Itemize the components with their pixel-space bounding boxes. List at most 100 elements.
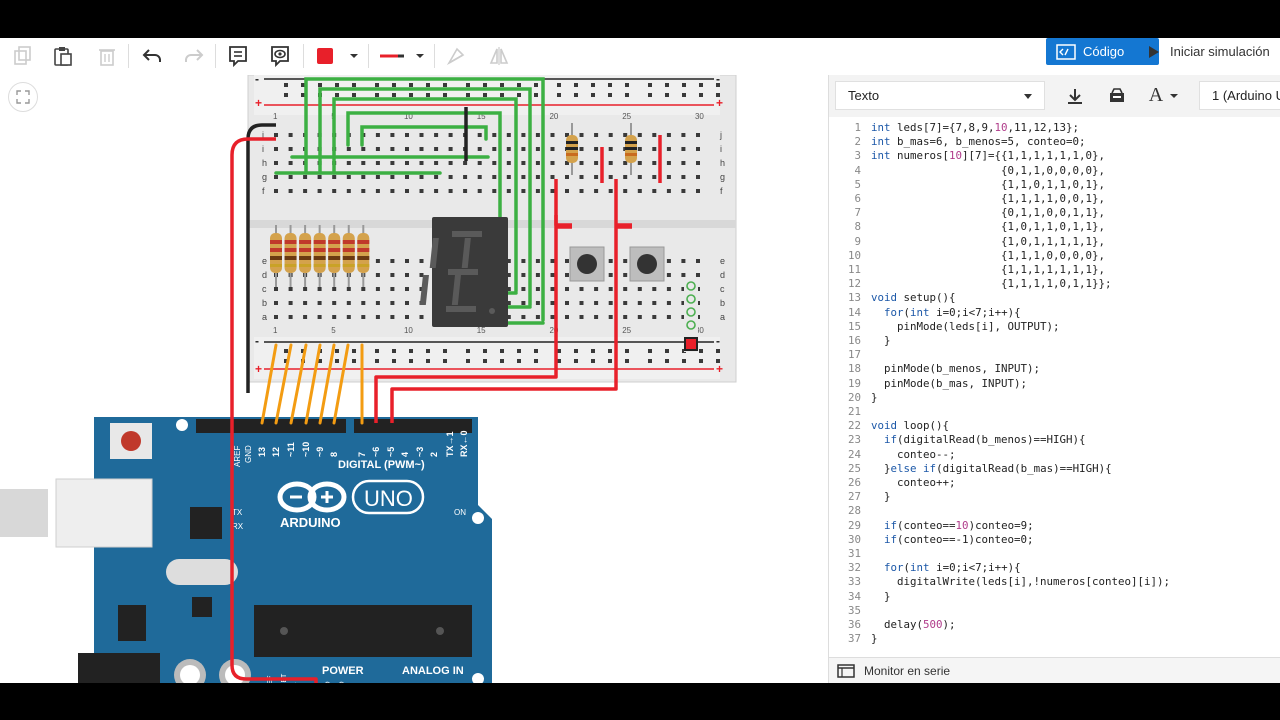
code-mode-value: Texto: [848, 88, 880, 103]
push-button-plus[interactable]: [629, 246, 665, 282]
button-resistors[interactable]: [566, 123, 637, 175]
tx-label: TX: [232, 508, 243, 517]
line-number: 34: [847, 589, 861, 603]
line-number: 22: [847, 419, 861, 433]
undo-icon[interactable]: [138, 42, 166, 70]
line-number: 12: [847, 277, 861, 291]
digital-pin-label: ~3: [415, 447, 425, 457]
column-label: 1: [273, 112, 278, 121]
red-wires[interactable]: [230, 137, 632, 683]
column-label: 15: [477, 112, 486, 121]
file-select[interactable]: 1 (Arduino U: [1199, 81, 1280, 110]
rail-sign: +: [716, 96, 723, 110]
line-style-icon[interactable]: [374, 42, 428, 70]
seven-segment-display[interactable]: [419, 217, 508, 327]
code-line: }: [871, 632, 878, 646]
line-number: 7: [854, 206, 861, 220]
resistors[interactable]: [270, 225, 370, 287]
code-line: int leds[7]={7,8,9,10,11,12,13};: [871, 121, 1080, 134]
digital-pin-label: 13: [257, 447, 267, 457]
code-line: {1,1,1,1,0,0,1},: [871, 192, 1106, 205]
row-label: c: [720, 284, 725, 294]
rail-sign: -: [255, 334, 259, 348]
column-label: 5: [331, 326, 336, 335]
rail-sign: +: [255, 362, 262, 376]
fit-view-icon[interactable]: [8, 82, 38, 112]
code-button[interactable]: Código: [1046, 38, 1159, 65]
model-label: UNO: [364, 486, 413, 511]
column-label: 15: [477, 326, 486, 335]
code-button-label: Código: [1083, 44, 1125, 59]
code-line: }: [871, 334, 891, 347]
code-line: {1,1,0,1,1,0,1},: [871, 177, 1106, 191]
rail-sign: +: [716, 362, 723, 376]
line-number: 32: [847, 561, 861, 575]
line-number: 29: [847, 518, 861, 532]
digital-pin-label: 12: [271, 447, 281, 457]
aref-label: AREF: [233, 446, 242, 467]
redo-icon[interactable]: [180, 42, 208, 70]
line-number: 15: [847, 319, 861, 333]
code-mode-select[interactable]: Texto: [835, 81, 1045, 110]
font-size-label: A: [1148, 84, 1164, 106]
delete-icon[interactable]: [94, 42, 120, 70]
digital-pin-label: ~6: [371, 447, 381, 457]
library-icon[interactable]: [1099, 81, 1135, 110]
row-label: h: [262, 158, 267, 168]
code-icon: [1056, 43, 1076, 60]
line-number: 18: [847, 362, 861, 376]
font-size-icon[interactable]: A: [1141, 81, 1189, 110]
code-line: {1,0,1,1,1,1,1},: [871, 234, 1106, 248]
row-label: d: [720, 270, 725, 280]
mirror-icon[interactable]: [442, 42, 470, 70]
code-line: }: [871, 390, 878, 404]
code-line: {1,0,1,1,0,1,1},: [871, 220, 1106, 234]
digital-pin-label: ~5: [386, 447, 396, 457]
row-label: f: [720, 186, 723, 196]
column-label: 20: [549, 326, 558, 335]
copy-icon[interactable]: [10, 42, 36, 70]
eye-icon[interactable]: [266, 42, 294, 70]
line-number: 37: [847, 632, 861, 646]
push-button-minus[interactable]: [569, 246, 605, 282]
code-line: pinMode(leds[i], OUTPUT);: [871, 319, 1060, 333]
digital-pin-label: TX→1: [445, 431, 455, 457]
column-label: 25: [622, 326, 631, 335]
line-number: 8: [854, 220, 861, 234]
line-number: 11: [847, 263, 861, 276]
red-wires-top[interactable]: [600, 135, 662, 183]
serial-monitor-button[interactable]: Monitor en serie: [829, 657, 1280, 683]
orange-wires[interactable]: [260, 343, 364, 425]
rail-sign: -: [255, 75, 259, 86]
led-bar[interactable]: [684, 280, 698, 352]
digital-pin-label: 2: [429, 452, 439, 457]
flip-icon[interactable]: [485, 42, 513, 70]
column-label: 10: [404, 112, 413, 121]
digital-pin-label: ~10: [301, 442, 311, 457]
code-line: {0,1,1,0,0,1,1},: [871, 206, 1106, 220]
notes-icon[interactable]: [224, 42, 252, 70]
start-simulation-label: Iniciar simulación: [1170, 44, 1270, 59]
row-label: h: [720, 158, 725, 168]
line-number: 14: [847, 305, 861, 319]
digital-pin-label: 4: [400, 452, 410, 457]
arduino-uno-board[interactable]: ARDUINO UNO DIGITAL (PWM~) POWER ANALOG …: [0, 417, 492, 683]
paste-icon[interactable]: [50, 42, 76, 70]
download-icon[interactable]: [1057, 81, 1093, 110]
start-simulation-button[interactable]: Iniciar simulación: [1148, 38, 1280, 65]
gnd-label: GND: [244, 445, 253, 463]
code-line: int b_mas=6, b_menos=5, conteo=0;: [871, 135, 1086, 149]
row-label: g: [720, 172, 725, 182]
line-number: 4: [854, 163, 861, 177]
code-line: pinMode(b_menos, INPUT);: [871, 362, 1041, 376]
color-swatch-icon[interactable]: [312, 42, 362, 70]
code-line: void setup(){: [871, 291, 956, 305]
line-number: 23: [847, 433, 861, 447]
row-label: j: [261, 130, 264, 140]
column-label: 20: [549, 112, 558, 121]
